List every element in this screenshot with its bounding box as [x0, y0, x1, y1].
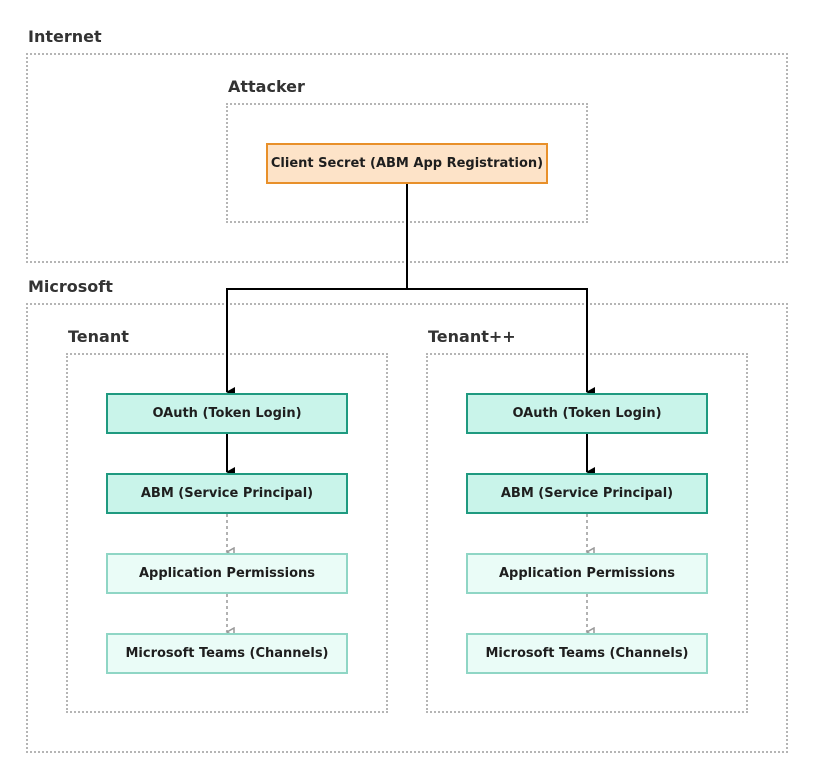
tenant-plus-teams-node: Microsoft Teams (Channels)	[466, 633, 708, 674]
tenant-teams-node: Microsoft Teams (Channels)	[106, 633, 348, 674]
edge-secret-split	[226, 184, 408, 397]
tenant-plus-group-label: Tenant++	[428, 327, 516, 346]
client-secret-node: Client Secret (ABM App Registration)	[266, 143, 548, 184]
tenant-oauth-node: OAuth (Token Login)	[106, 393, 348, 434]
tenant-plus-permissions-node: Application Permissions	[466, 553, 708, 594]
internet-group-label: Internet	[28, 27, 102, 46]
tenant-abm-node: ABM (Service Principal)	[106, 473, 348, 514]
edge-secret-split-right	[407, 288, 595, 397]
tenant-plus-abm-node: ABM (Service Principal)	[466, 473, 708, 514]
tenant-group-label: Tenant	[68, 327, 129, 346]
microsoft-group-label: Microsoft	[28, 277, 113, 296]
tenant-permissions-node: Application Permissions	[106, 553, 348, 594]
microsoft-group	[26, 303, 788, 753]
tenant-plus-oauth-node: OAuth (Token Login)	[466, 393, 708, 434]
attacker-group-label: Attacker	[228, 77, 305, 96]
